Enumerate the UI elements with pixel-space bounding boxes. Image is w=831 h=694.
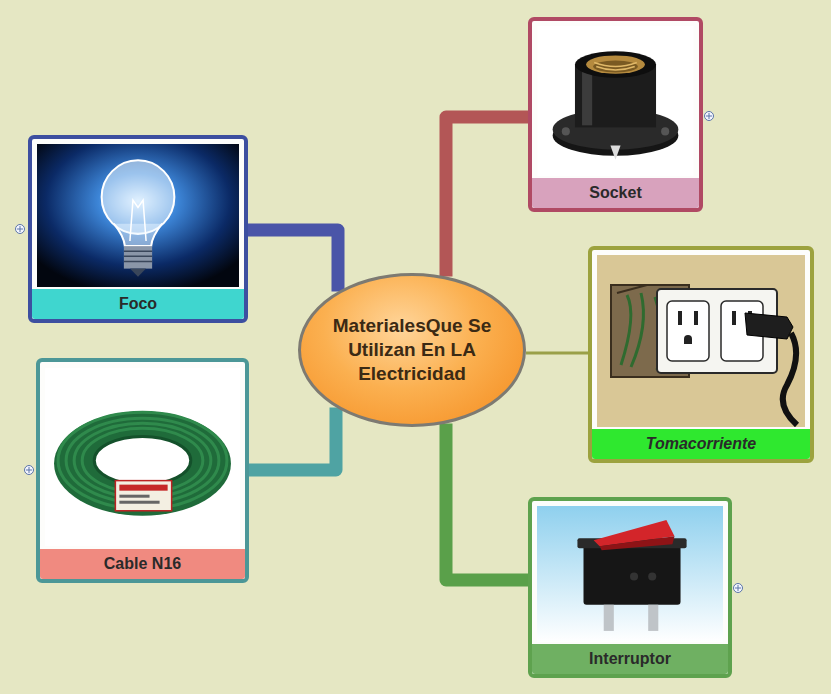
central-topic-oval: MaterialesQue Se Utilizan En LA Electric… bbox=[298, 273, 526, 427]
box-label: Tomacorriente bbox=[642, 435, 761, 453]
box-label: Cable N16 bbox=[100, 555, 185, 573]
topic-text: MaterialesQue Se Utilizan En LA Electric… bbox=[328, 314, 496, 385]
box-label: Foco bbox=[115, 295, 161, 313]
topic-box: Tomacorriente bbox=[588, 246, 814, 463]
illustration bbox=[45, 367, 240, 547]
topic-box: Interruptor bbox=[528, 497, 732, 678]
label-band: Interruptor bbox=[532, 644, 728, 674]
illustration-foco bbox=[37, 144, 239, 287]
illustration bbox=[597, 255, 805, 427]
branch-connector bbox=[526, 352, 588, 355]
illustration bbox=[537, 506, 723, 642]
branch-connector bbox=[249, 407, 336, 470]
topic-box: Cable N16 bbox=[36, 358, 249, 583]
illustration bbox=[37, 144, 239, 287]
label-band: Foco bbox=[32, 289, 244, 319]
box-label: Interruptor bbox=[585, 650, 675, 668]
branch-connector bbox=[446, 424, 528, 581]
label-band: Tomacorriente bbox=[592, 429, 810, 459]
branch-connector bbox=[446, 117, 528, 277]
illustration-socket bbox=[537, 26, 694, 176]
illustration-interruptor bbox=[537, 506, 723, 642]
topic-box: Socket bbox=[528, 17, 703, 212]
label-band: Cable N16 bbox=[40, 549, 245, 579]
illustration-cable bbox=[45, 367, 240, 547]
branch-connector bbox=[248, 230, 338, 291]
box-label: Socket bbox=[585, 184, 645, 202]
illustration-toma bbox=[597, 255, 805, 427]
topic-box: Foco bbox=[28, 135, 248, 323]
label-band: Socket bbox=[532, 178, 699, 208]
illustration bbox=[537, 26, 694, 176]
